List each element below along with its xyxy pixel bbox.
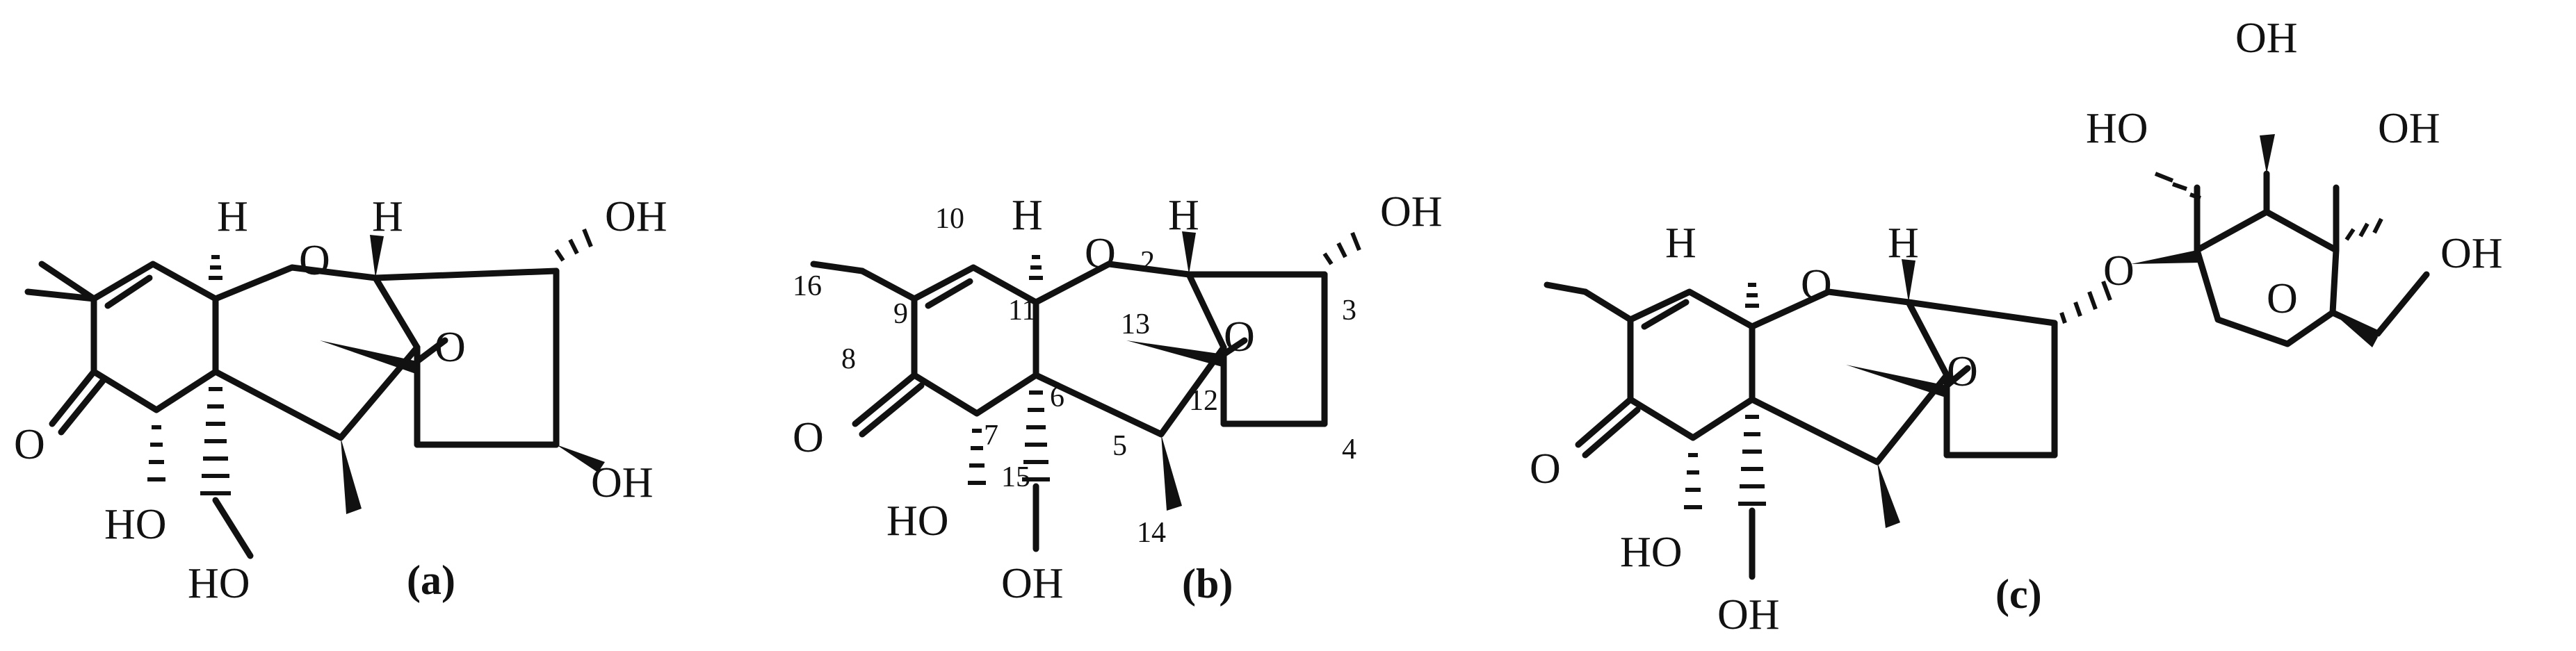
structure-b: H O H OH O O HO OH 10 16 9 8 11 2 3 13 1… bbox=[793, 188, 1443, 607]
atom-h11-c: H bbox=[1665, 220, 1696, 267]
atom-h11-b: H bbox=[1012, 192, 1043, 239]
locant-16: 16 bbox=[793, 270, 822, 302]
locant-11: 11 bbox=[1008, 295, 1036, 327]
locant-9: 9 bbox=[893, 298, 908, 330]
atom-o1-c: O bbox=[1801, 261, 1832, 308]
atom-oh3-a: OH bbox=[605, 193, 667, 240]
atom-o1-b: O bbox=[1085, 230, 1116, 277]
caption-a: (a) bbox=[407, 557, 455, 603]
locant-14: 14 bbox=[1137, 517, 1166, 549]
locant-5: 5 bbox=[1112, 430, 1127, 462]
atom-epoxide-o-a: O bbox=[435, 324, 466, 371]
caption-c: (c) bbox=[1995, 571, 2042, 617]
caption-b: (b) bbox=[1182, 561, 1233, 607]
atom-h2-a: H bbox=[372, 193, 403, 240]
structure-a: H O H OH O O HO HO OH (a) bbox=[14, 193, 667, 607]
atom-ho15-a: HO bbox=[188, 560, 250, 607]
atom-oh-g4: OH bbox=[2378, 105, 2440, 152]
locant-7: 7 bbox=[984, 420, 998, 452]
locant-4: 4 bbox=[1342, 434, 1356, 465]
atom-glycosidic-o: O bbox=[2103, 247, 2134, 295]
locant-3: 3 bbox=[1342, 295, 1356, 327]
atom-h11-a: H bbox=[217, 193, 248, 240]
locant-8: 8 bbox=[841, 343, 856, 375]
structure-c: H O H O O HO OH O O HO OH OH OH (c) bbox=[1530, 15, 2503, 638]
locant-12: 12 bbox=[1189, 385, 1218, 417]
atom-h2-c: H bbox=[1888, 220, 1919, 267]
atom-epoxide-o-b: O bbox=[1224, 313, 1255, 361]
locant-6: 6 bbox=[1050, 381, 1064, 413]
atom-o8-b: O bbox=[793, 414, 824, 461]
atom-oh-g3: OH bbox=[2235, 15, 2298, 62]
atom-oh-g6: OH bbox=[2440, 230, 2503, 277]
locant-13: 13 bbox=[1121, 308, 1150, 340]
atom-oh4-a: OH bbox=[591, 459, 654, 506]
locant-2: 2 bbox=[1140, 246, 1155, 278]
atom-oh15-c: OH bbox=[1717, 591, 1780, 638]
atom-oh-g2: HO bbox=[2086, 105, 2148, 152]
atom-ho7-c: HO bbox=[1620, 529, 1683, 576]
locant-10: 10 bbox=[935, 203, 964, 235]
atom-o8-a: O bbox=[14, 421, 45, 468]
atom-o8-c: O bbox=[1530, 445, 1561, 493]
locant-15: 15 bbox=[1001, 461, 1030, 493]
atom-ho7-a: HO bbox=[104, 501, 167, 548]
atom-h2-b: H bbox=[1168, 192, 1199, 239]
atom-o1-a: O bbox=[299, 237, 330, 284]
atom-ring-o: O bbox=[2267, 275, 2298, 322]
atom-epoxide-o-c: O bbox=[1947, 348, 1978, 395]
atom-oh3-b: OH bbox=[1380, 188, 1443, 236]
atom-oh15-b: OH bbox=[1001, 560, 1064, 607]
atom-ho7-b: HO bbox=[886, 497, 949, 545]
